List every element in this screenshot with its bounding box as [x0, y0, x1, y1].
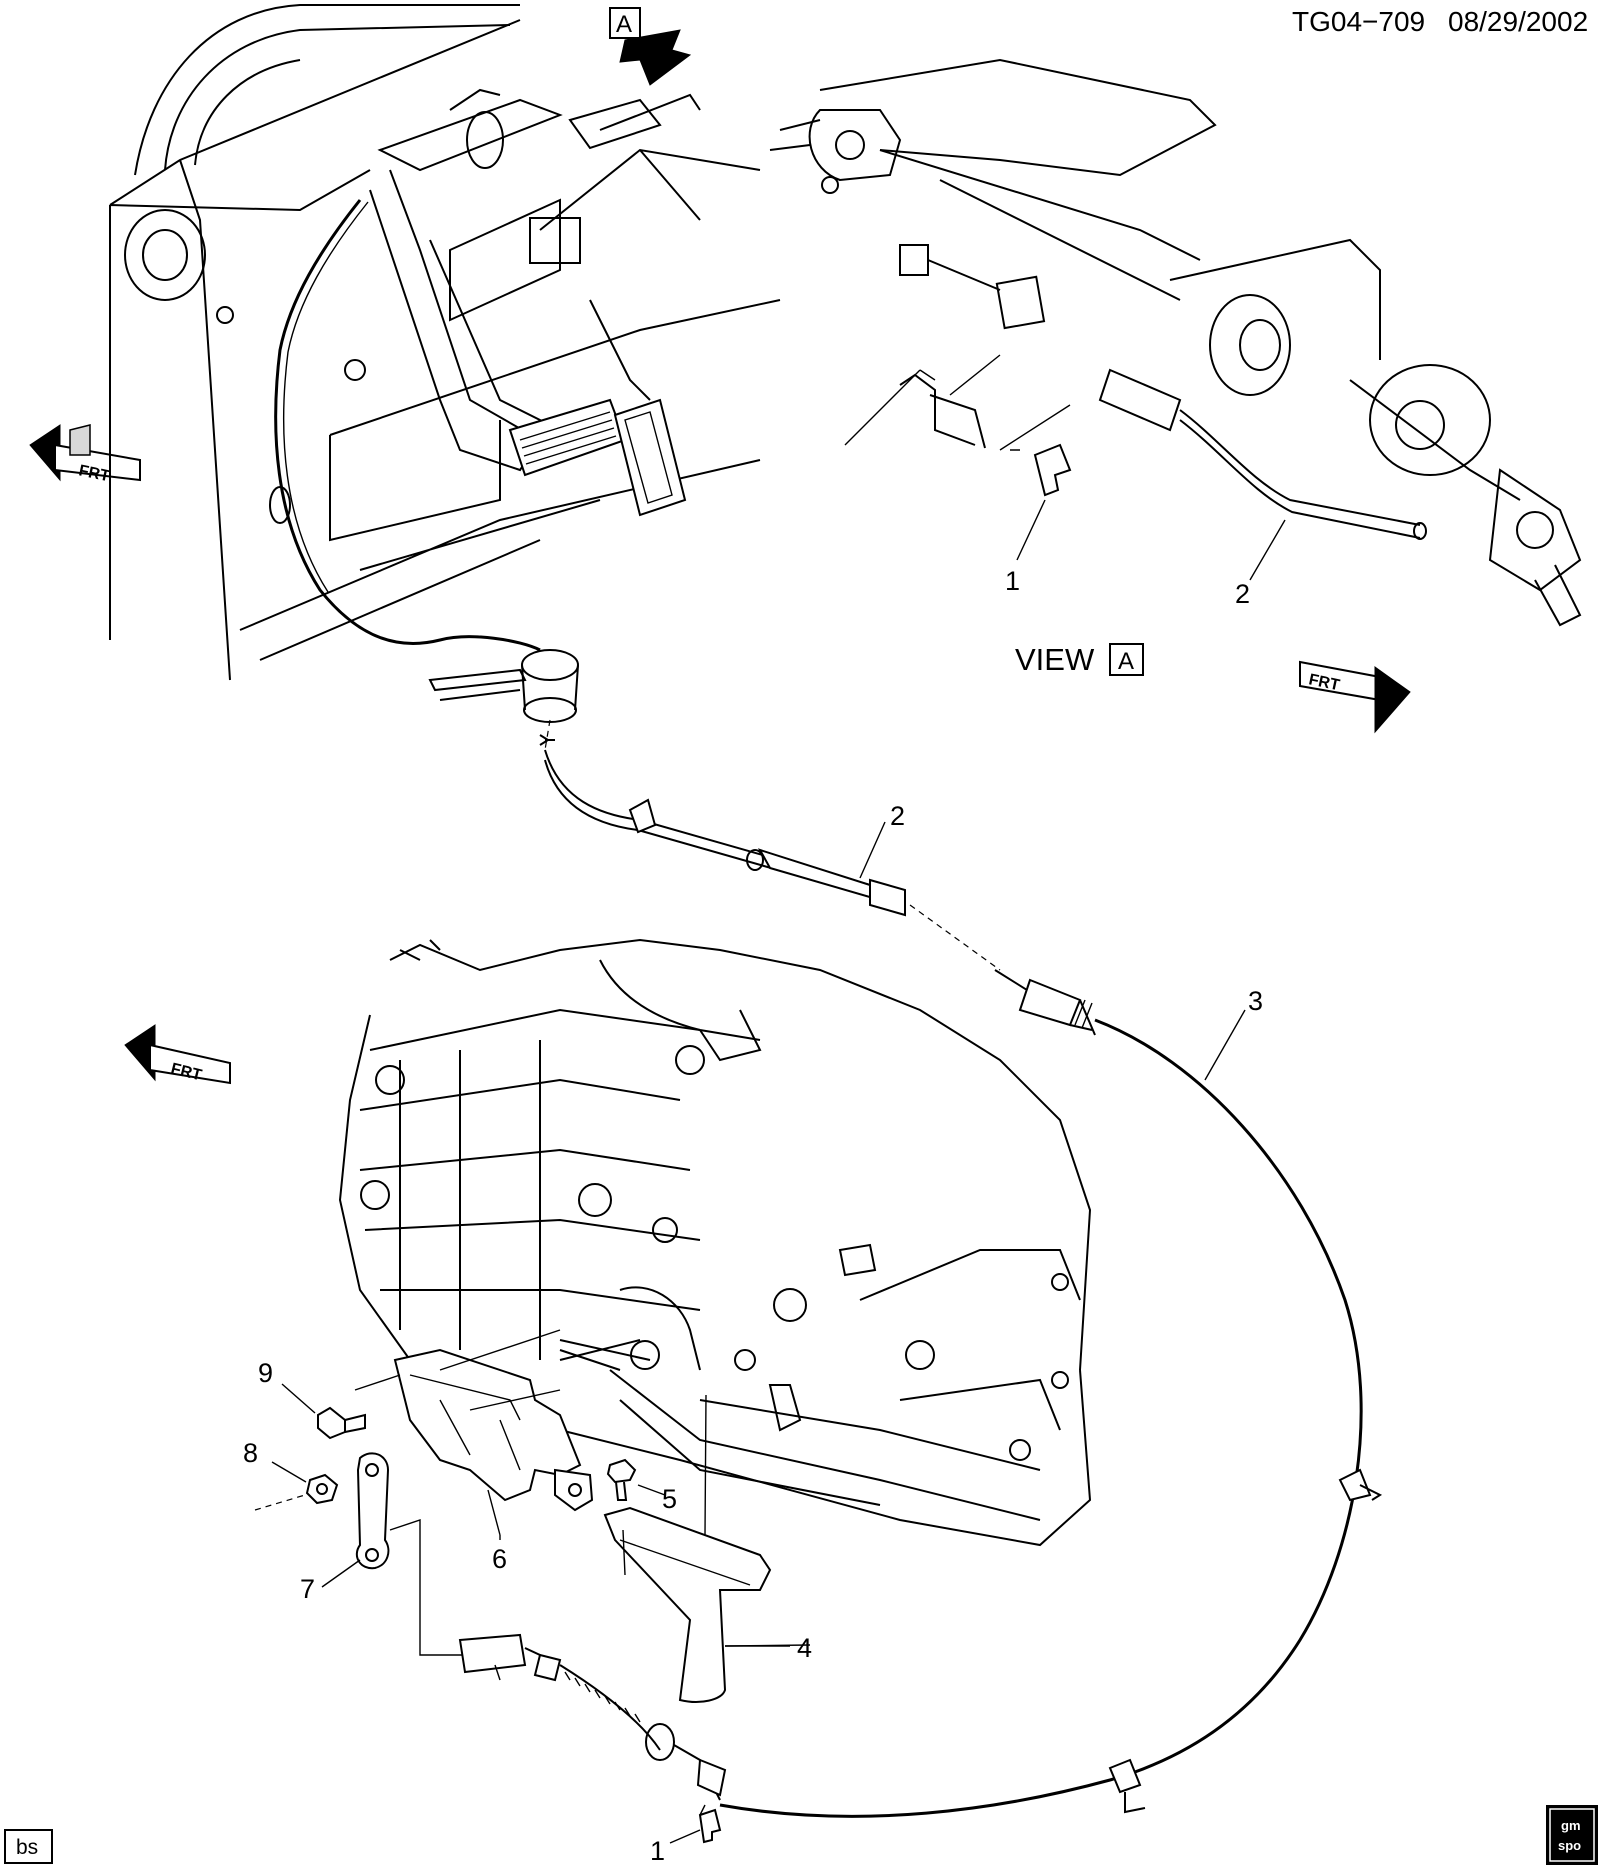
callout-4-bracket: 4 — [797, 1633, 812, 1663]
pedal-assembly-illustration — [109, 4, 781, 751]
drawing-date: 08/29/2002 — [1448, 6, 1588, 37]
callout-5-bolt: 5 — [662, 1484, 677, 1514]
view-direction-arrow-icon — [619, 29, 692, 86]
corner-badge-text: bs — [16, 1836, 38, 1859]
front-arrow-icon — [1374, 666, 1411, 734]
callout-1-retainer-bottom: 1 — [650, 1836, 665, 1866]
front-indicator-upper-left: FRT — [29, 424, 141, 485]
drawing-code: TG04−709 — [1292, 6, 1425, 37]
view-caption-letter: A — [1118, 648, 1134, 675]
front-indicator-right: FRT — [1299, 660, 1411, 734]
callout-6-switch-bracket: 6 — [492, 1544, 507, 1574]
view-a-marker-letter: A — [616, 11, 632, 38]
callout-2-cable-view-a: 2 — [1235, 579, 1250, 609]
header: TG04−709 08/29/2002 — [1292, 6, 1588, 37]
callout-9-bolt: 9 — [258, 1358, 273, 1388]
transmission-illustration — [338, 938, 1092, 1547]
callout-2-cable-mid: 2 — [890, 801, 905, 831]
callout-8-nut: 8 — [243, 1438, 258, 1468]
view-a-caption: VIEW A — [1015, 642, 1144, 677]
logo-line-1: gm — [1561, 1818, 1581, 1833]
corner-badge: bs — [4, 1829, 53, 1864]
front-indicator-lower-left: FRT — [124, 1024, 231, 1084]
view-a-marker: A — [609, 7, 692, 86]
shift-cable-illustration — [544, 749, 1383, 1818]
callout-1-retainer-view-a: 1 — [1005, 566, 1020, 596]
front-indicator-text: FRT — [1307, 671, 1341, 694]
callout-7-lever: 7 — [300, 1574, 315, 1604]
view-caption-prefix: VIEW — [1015, 642, 1095, 677]
callouts: 1 2 2 3 4 5 6 7 8 9 1 — [243, 566, 1263, 1866]
gm-spo-logo: gm spo — [1546, 1805, 1598, 1865]
shift-lever-parts-illustration — [254, 1329, 811, 1844]
callout-3-shift-cable: 3 — [1248, 986, 1263, 1016]
front-indicator-text: FRT — [77, 462, 111, 485]
callout-leaders — [499, 499, 1286, 1647]
view-a-steering-column-illustration — [769, 58, 1582, 627]
logo-line-2: spo — [1558, 1838, 1581, 1853]
